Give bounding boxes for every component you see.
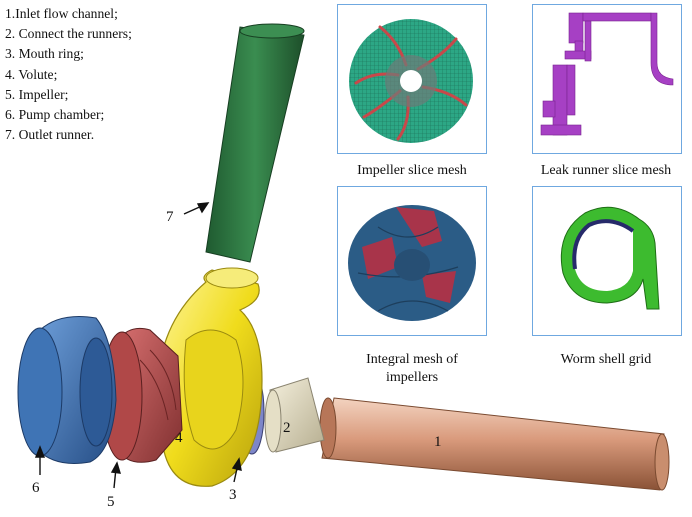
leader-arrows [34, 202, 242, 489]
legend-item-5: 5. Impeller; [5, 86, 69, 102]
legend-item-6: 6. Pump chamber; [5, 107, 105, 123]
part-label-3: 3 [229, 487, 237, 503]
legend-item-7: 7. Outlet runner. [5, 127, 95, 143]
worm-shell-image [560, 206, 660, 310]
pump-chamber-part [17, 316, 117, 464]
integral-mesh-caption-line1: Integral mesh of [366, 352, 458, 367]
legend-item-4: 4. Volute; [5, 66, 58, 82]
part-label-1: 1 [434, 434, 442, 450]
legend-item-3: 3. Mouth ring; [5, 46, 84, 62]
part-label-2: 2 [283, 420, 291, 436]
outlet-runner-part [205, 23, 305, 263]
part-label-6: 6 [32, 480, 40, 496]
leak-runner-image [540, 12, 674, 136]
legend-item-1: 1.Inlet flow channel; [5, 6, 118, 21]
impeller-slice-caption: Impeller slice mesh [357, 163, 467, 178]
part-label-5: 5 [107, 494, 115, 510]
part-label-4: 4 [175, 430, 183, 446]
integral-mesh-panel [337, 186, 487, 336]
integral-mesh-image [348, 205, 476, 321]
impeller-slice-image [349, 19, 473, 143]
parts-legend: 1.Inlet flow channel; 2. Connect the run… [5, 4, 132, 145]
leak-runner-panel [532, 4, 682, 154]
leak-runner-caption: Leak runner slice mesh [540, 163, 672, 178]
impeller-slice-panel [337, 4, 487, 154]
inlet-channel-part [319, 397, 670, 491]
volute-part [157, 267, 263, 487]
worm-shell-caption: Worm shell grid [560, 352, 652, 367]
integral-mesh-caption-line2: impellers [385, 370, 439, 385]
legend-item-2: 2. Connect the runners; [5, 26, 132, 42]
worm-shell-panel [532, 186, 682, 336]
integral-mesh-caption: Integral mesh of impellers [330, 351, 494, 387]
part-label-7: 7 [166, 209, 174, 225]
connect-runner-part [264, 377, 325, 453]
